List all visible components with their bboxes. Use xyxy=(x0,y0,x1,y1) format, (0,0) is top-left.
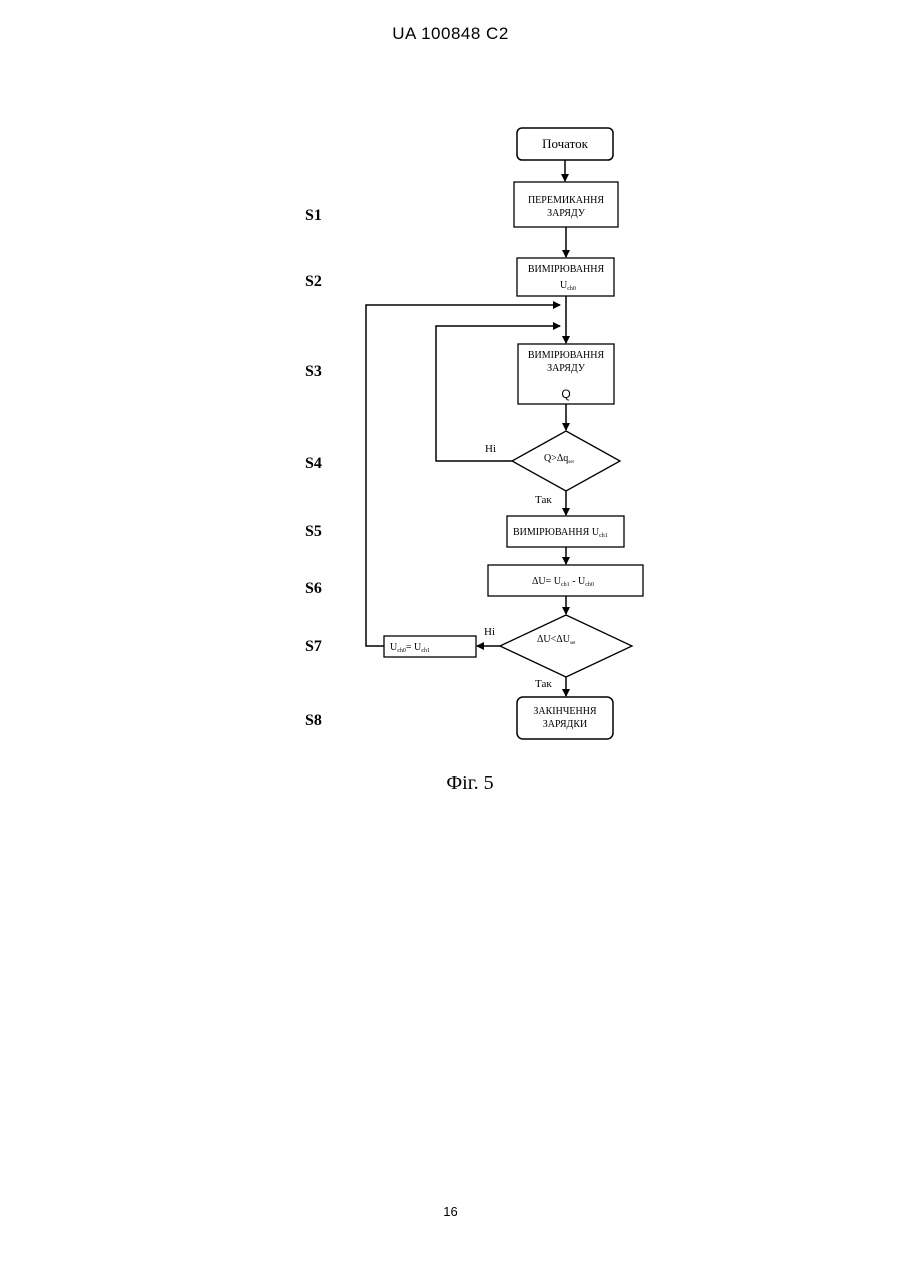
measure-charge-box: ВИМІРЮВАННЯ ЗАРЯДУ Q xyxy=(518,344,614,404)
measure-charge-line3: Q xyxy=(561,387,570,401)
branch-no-1: Ні xyxy=(485,443,496,455)
delta-u-box: ΔU= Uch1 - Uch0 xyxy=(488,565,643,596)
start-label: Початок xyxy=(542,136,589,151)
step-label-s4: S4 xyxy=(305,455,322,472)
switch-charge-line2: ЗАРЯДУ xyxy=(547,208,586,219)
end-line1: ЗАКІНЧЕННЯ xyxy=(533,706,597,717)
measure-u1-text: ВИМІРЮВАННЯ Uch1 xyxy=(513,527,608,539)
assign-box: Uch0= Uch1 xyxy=(384,636,476,657)
step-label-s7: S7 xyxy=(305,638,322,655)
figure-caption: Фіг. 5 xyxy=(446,772,493,794)
measure-u0-box: ВИМІРЮВАННЯ Uch0 xyxy=(517,258,614,296)
page-number: 16 xyxy=(0,1204,901,1219)
end-line2: ЗАРЯДКИ xyxy=(543,719,588,730)
measure-u1-box: ВИМІРЮВАННЯ Uch1 xyxy=(507,516,624,547)
switch-charge-line1: ПЕРЕМИКАННЯ xyxy=(528,195,604,206)
decision-voltage-diamond: ΔU<ΔUset xyxy=(500,615,632,677)
measure-u0-line1: ВИМІРЮВАННЯ xyxy=(528,264,605,275)
end-terminator: ЗАКІНЧЕННЯ ЗАРЯДКИ xyxy=(517,697,613,739)
step-label-s8: S8 xyxy=(305,712,322,729)
measure-charge-line1: ВИМІРЮВАННЯ xyxy=(528,350,605,361)
step-label-s3: S3 xyxy=(305,363,322,380)
step-label-s5: S5 xyxy=(305,523,322,540)
step-label-s1: S1 xyxy=(305,207,322,224)
step-label-s6: S6 xyxy=(305,580,322,597)
measure-charge-line2: ЗАРЯДУ xyxy=(547,363,586,374)
start-terminator: Початок xyxy=(517,128,613,160)
decision-charge-diamond: Q>Δqset xyxy=(512,431,620,491)
branch-yes-1: Так xyxy=(535,494,552,506)
branch-no-2: Ні xyxy=(484,626,495,638)
switch-charge-box: ПЕРЕМИКАННЯ ЗАРЯДУ xyxy=(514,182,618,227)
step-label-s2: S2 xyxy=(305,273,322,290)
branch-yes-2: Так xyxy=(535,678,552,690)
